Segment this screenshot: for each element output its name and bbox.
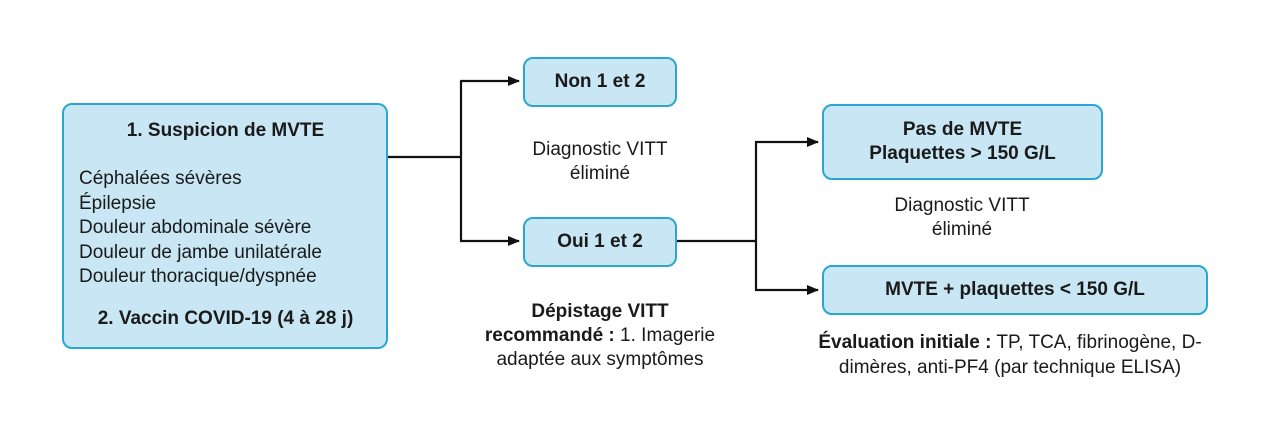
oui-label: Oui 1 et 2: [557, 231, 643, 252]
mvte-box: MVTE + plaquettes < 150 G/L: [822, 265, 1208, 315]
non-box: Non 1 et 2: [523, 57, 677, 107]
evaluation-note: Évaluation initiale : TP, TCA, fibrinogè…: [810, 331, 1210, 380]
symptom-item: Épilepsie: [79, 192, 157, 214]
suspicion-title: 1. Suspicion de MVTE: [126, 120, 325, 141]
depistage-item: 1. Imagerie adaptée: [496, 325, 716, 370]
symptom-item: Céphalées sévères: [79, 168, 242, 189]
symptom-item: Douleur abdominale sévère: [79, 217, 312, 238]
suspicion-box: 1. Suspicion de MVTE Céphalées sévères É…: [62, 103, 388, 349]
symptom-item: Douleur de jambe unilatérale: [79, 241, 322, 263]
evaluation-line: anti-PF4 (par technique ELISA): [917, 356, 1182, 378]
diagnostic-note-1: Diagnostic VITT éliminé: [500, 138, 700, 186]
diagnostic-note-2: Diagnostic VITT éliminé: [862, 194, 1062, 242]
symptom-item: Douleur thoracique/dyspnée: [79, 266, 317, 287]
oui-box: Oui 1 et 2: [523, 217, 677, 267]
diagnostic-note-line: VITT éliminé: [569, 139, 668, 184]
diagnostic-note-line: VITT éliminé: [931, 195, 1030, 240]
depistage-title-line: Dépistage VITT: [531, 301, 669, 322]
mvte-label: MVTE + plaquettes < 150 G/L: [885, 279, 1145, 300]
diagnostic-note-line: Diagnostic: [532, 139, 622, 160]
evaluation-title: Évaluation initiale :: [818, 332, 992, 353]
evaluation-line: TP, TCA, fibrinogène, D-dimères,: [838, 332, 1202, 378]
non-label: Non 1 et 2: [554, 71, 646, 92]
diagnostic-note-line: Diagnostic: [894, 195, 984, 216]
depistage-title-line: recommandé :: [484, 325, 615, 346]
pas-mvte-line: Pas de MVTE: [902, 119, 1023, 140]
symptom-list: Céphalées sévères Épilepsie Douleur abdo…: [79, 167, 372, 290]
pas-mvte-line: Plaquettes > 150 G/L: [869, 143, 1056, 164]
depistage-note: Dépistage VITT recommandé : 1. Imagerie …: [480, 300, 720, 372]
vaccine-criterion: 2. Vaccin COVID-19 (4 à 28 j): [97, 307, 354, 329]
pas-mvte-box: Pas de MVTE Plaquettes > 150 G/L: [822, 104, 1103, 180]
depistage-item: aux symptômes: [570, 349, 704, 370]
